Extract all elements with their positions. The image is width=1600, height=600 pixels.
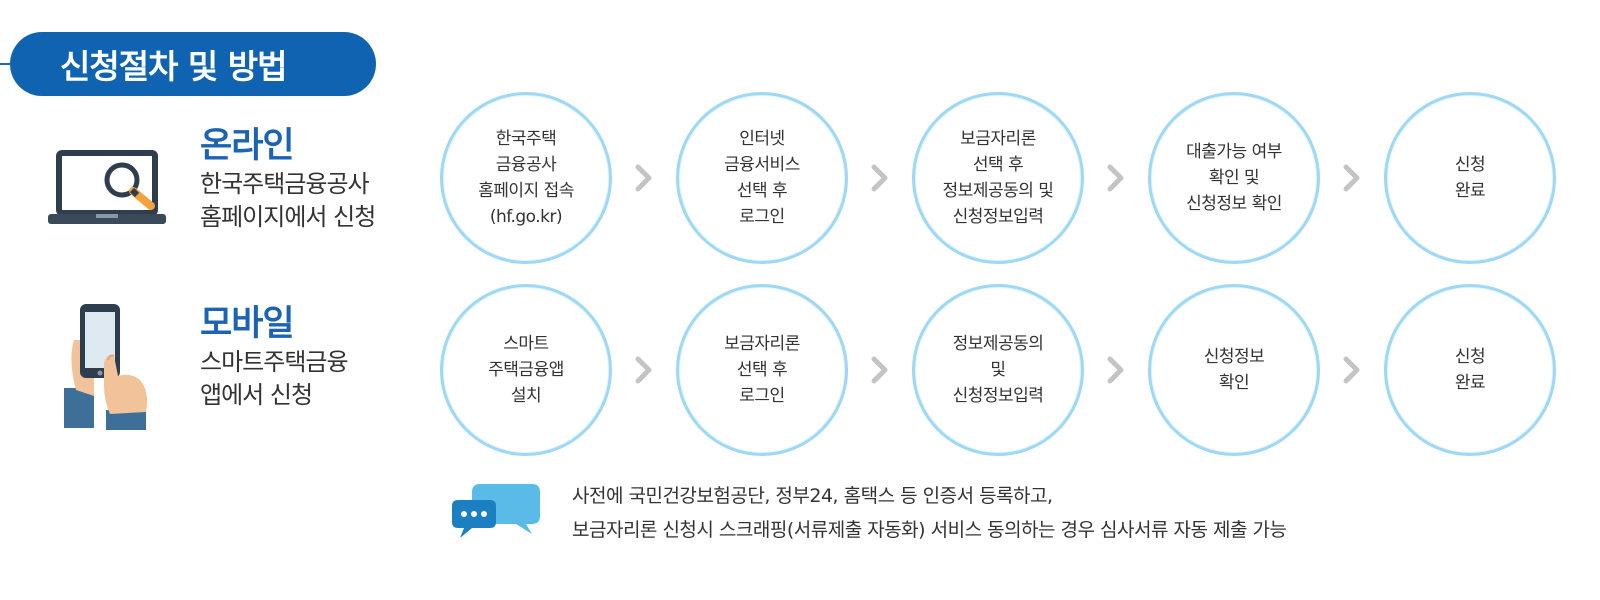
online-step-4: 대출가능 여부 확인 및 신청정보 확인 <box>1148 92 1320 264</box>
chevron-right-icon <box>1320 284 1384 456</box>
online-description: 한국주택금융공사 홈페이지에서 신청 <box>200 168 375 234</box>
online-step-5: 신청 완료 <box>1384 92 1556 264</box>
mobile-step-2: 보금자리론 선택 후 로그인 <box>676 284 848 456</box>
chevron-right-icon <box>612 284 676 456</box>
page-title: 신청절차 및 방법 <box>10 32 376 96</box>
note-line-2: 보금자리론 신청시 스크래핑(서류제출 자동화) 서비스 동의하는 경우 심사서… <box>572 513 1286 547</box>
online-step-1: 한국주택 금융공사 홈페이지 접속 (hf.go.kr) <box>440 92 612 264</box>
chevron-right-icon <box>1084 284 1148 456</box>
mobile-steps: 스마트 주택금융앱 설치 보금자리론 선택 후 로그인 정보제공동의 및 신청정… <box>440 284 1556 456</box>
online-title: 온라인 <box>200 124 375 168</box>
smartphone-hand-icon <box>64 300 160 432</box>
mobile-step-1: 스마트 주택금융앱 설치 <box>440 284 612 456</box>
note-text: 사전에 국민건강보험공단, 정부24, 홈택스 등 인증서 등록하고, 보금자리… <box>572 479 1286 547</box>
online-step-2: 인터넷 금융서비스 선택 후 로그인 <box>676 92 848 264</box>
mobile-title: 모바일 <box>200 302 348 346</box>
chevron-right-icon <box>1084 92 1148 264</box>
chevron-right-icon <box>1320 92 1384 264</box>
mobile-label: 모바일 스마트주택금융 앱에서 신청 <box>200 302 348 412</box>
mobile-step-3: 정보제공동의 및 신청정보입력 <box>912 284 1084 456</box>
online-label: 온라인 한국주택금융공사 홈페이지에서 신청 <box>200 124 375 234</box>
chevron-right-icon <box>612 92 676 264</box>
laptop-search-icon <box>48 148 166 230</box>
chevron-right-icon <box>848 284 912 456</box>
note-line-1: 사전에 국민건강보험공단, 정부24, 홈택스 등 인증서 등록하고, <box>572 479 1286 513</box>
mobile-step-5: 신청 완료 <box>1384 284 1556 456</box>
chat-bubble-icon <box>450 480 542 546</box>
mobile-step-4: 신청정보 확인 <box>1148 284 1320 456</box>
online-step-3: 보금자리론 선택 후 정보제공동의 및 신청정보입력 <box>912 92 1084 264</box>
chevron-right-icon <box>848 92 912 264</box>
mobile-description: 스마트주택금융 앱에서 신청 <box>200 346 348 412</box>
online-steps: 한국주택 금융공사 홈페이지 접속 (hf.go.kr) 인터넷 금융서비스 선… <box>440 92 1556 264</box>
